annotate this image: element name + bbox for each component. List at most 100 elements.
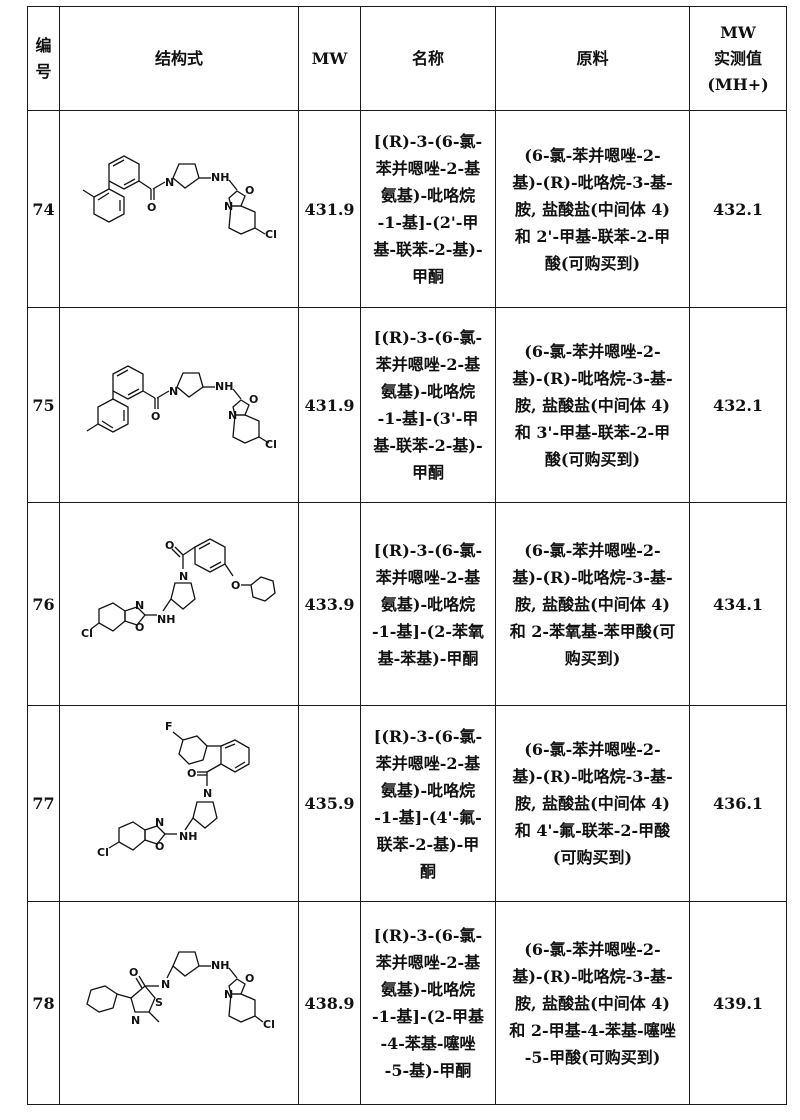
molecular-weight: 431.9 bbox=[299, 308, 361, 503]
structure-cell: O N NH O N Cl bbox=[60, 308, 299, 503]
name-line: [(R)-3-(6-氯- bbox=[364, 128, 492, 155]
name-line: -4-苯基-噻唑 bbox=[364, 1030, 492, 1057]
structure-image: F O N NH bbox=[79, 714, 279, 894]
chloro-label: Cl bbox=[265, 438, 277, 451]
molecular-weight: 433.9 bbox=[299, 503, 361, 706]
carbonyl-o-label: O bbox=[187, 767, 196, 780]
name-line: -1-基]-(3'-甲 bbox=[364, 405, 492, 432]
name-line: 基-联苯-2-基)- bbox=[364, 236, 492, 263]
header-structure: 结构式 bbox=[60, 7, 299, 111]
molecular-weight: 435.9 bbox=[299, 706, 361, 902]
name-line: 酮 bbox=[364, 858, 492, 885]
oxazole-n-label: N bbox=[155, 816, 164, 829]
header-mw: MW bbox=[299, 7, 361, 111]
header-number-line2: 号 bbox=[35, 62, 51, 81]
header-number-line1: 编 bbox=[35, 36, 51, 55]
name-line: 甲酮 bbox=[364, 263, 492, 290]
material-line: 和 2-苯氧基-苯甲酸(可 bbox=[499, 618, 686, 645]
name-line: [(R)-3-(6-氯- bbox=[364, 723, 492, 750]
table-row: 78 NH N O S N bbox=[28, 902, 787, 1105]
material-line: (6-氯-苯并嗯唑-2- bbox=[499, 736, 686, 763]
chloro-label: Cl bbox=[263, 1018, 275, 1031]
material-line: 和 2'-甲基-联苯-2-甲 bbox=[499, 223, 686, 250]
structure-cell: NH N O S N O bbox=[60, 902, 299, 1105]
material-line: 基)-(R)-吡咯烷-3-基- bbox=[499, 763, 686, 790]
compound-name: [(R)-3-(6-氯- 苯并嗯唑-2-基 氨基)-吡咯烷 -1-基]-(3'-… bbox=[361, 308, 496, 503]
found-mass: 432.1 bbox=[690, 111, 787, 308]
material-line: (可购买到) bbox=[499, 844, 686, 871]
name-line: -1-基]-(2'-甲 bbox=[364, 209, 492, 236]
oxazole-o-label: O bbox=[245, 972, 254, 985]
header-found-line3: (MH+) bbox=[693, 72, 783, 98]
nh-label: NH bbox=[157, 613, 175, 626]
material-line: 购买到) bbox=[499, 645, 686, 672]
name-line: 氨基)-吡咯烷 bbox=[364, 591, 492, 618]
name-line: 基-联苯-2-基)- bbox=[364, 432, 492, 459]
material-line: (6-氯-苯并嗯唑-2- bbox=[499, 142, 686, 169]
nh-label: NH bbox=[179, 830, 197, 843]
compound-number: 77 bbox=[28, 706, 60, 902]
thiazole-s-label: S bbox=[155, 996, 163, 1009]
starting-material: (6-氯-苯并嗯唑-2- 基)-(R)-吡咯烷-3-基- 胺, 盐酸盐(中间体 … bbox=[496, 308, 690, 503]
header-number: 编 号 bbox=[28, 7, 60, 111]
compound-number: 75 bbox=[28, 308, 60, 503]
header-found-mw: MW 实测值 (MH+) bbox=[690, 7, 787, 111]
name-line: 苯并嗯唑-2-基 bbox=[364, 949, 492, 976]
name-line: 氨基)-吡咯烷 bbox=[364, 777, 492, 804]
material-line: (6-氯-苯并嗯唑-2- bbox=[499, 537, 686, 564]
oxazole-o-label: O bbox=[155, 840, 164, 853]
name-line: [(R)-3-(6-氯- bbox=[364, 537, 492, 564]
compound-name: [(R)-3-(6-氯- 苯并嗯唑-2-基 氨基)-吡咯烷 -1-基]-(2'-… bbox=[361, 111, 496, 308]
oxazole-o-label: O bbox=[135, 621, 144, 634]
name-line: 联苯-2-基)-甲 bbox=[364, 831, 492, 858]
name-line: -5-基)-甲酮 bbox=[364, 1057, 492, 1084]
starting-material: (6-氯-苯并嗯唑-2- 基)-(R)-吡咯烷-3-基- 胺, 盐酸盐(中间体 … bbox=[496, 111, 690, 308]
chloro-label: Cl bbox=[265, 228, 277, 241]
name-line: 氨基)-吡咯烷 bbox=[364, 976, 492, 1003]
name-line: 基-苯基)-甲酮 bbox=[364, 645, 492, 672]
name-line: -1-基]-(2-甲基 bbox=[364, 1003, 492, 1030]
name-line: 苯并嗯唑-2-基 bbox=[364, 155, 492, 182]
molecular-weight: 431.9 bbox=[299, 111, 361, 308]
thiazole-n-label: N bbox=[131, 1014, 140, 1027]
table-row: 74 O N bbox=[28, 111, 787, 308]
name-line: [(R)-3-(6-氯- bbox=[364, 922, 492, 949]
material-line: (6-氯-苯并嗯唑-2- bbox=[499, 338, 686, 365]
starting-material: (6-氯-苯并嗯唑-2- 基)-(R)-吡咯烷-3-基- 胺, 盐酸盐(中间体 … bbox=[496, 706, 690, 902]
table-row: 77 F O N bbox=[28, 706, 787, 902]
material-line: 酸(可购买到) bbox=[499, 446, 686, 473]
name-line: [(R)-3-(6-氯- bbox=[364, 324, 492, 351]
material-line: 基)-(R)-吡咯烷-3-基- bbox=[499, 169, 686, 196]
material-line: 胺, 盐酸盐(中间体 4) bbox=[499, 990, 686, 1017]
table-row: 76 O N NH O bbox=[28, 503, 787, 706]
carbonyl-o-label: O bbox=[165, 539, 174, 552]
starting-material: (6-氯-苯并嗯唑-2- 基)-(R)-吡咯烷-3-基- 胺, 盐酸盐(中间体 … bbox=[496, 503, 690, 706]
header-name: 名称 bbox=[361, 7, 496, 111]
material-line: 基)-(R)-吡咯烷-3-基- bbox=[499, 365, 686, 392]
found-mass: 439.1 bbox=[690, 902, 787, 1105]
chloro-label: Cl bbox=[81, 627, 93, 640]
header-material: 原料 bbox=[496, 7, 690, 111]
name-line: 苯并嗯唑-2-基 bbox=[364, 564, 492, 591]
nh-label: NH bbox=[215, 380, 233, 393]
material-line: 胺, 盐酸盐(中间体 4) bbox=[499, 591, 686, 618]
name-line: 氨基)-吡咯烷 bbox=[364, 182, 492, 209]
name-line: -1-基]-(4'-氟- bbox=[364, 804, 492, 831]
header-found-line1: MW bbox=[693, 20, 783, 46]
material-line: 胺, 盐酸盐(中间体 4) bbox=[499, 392, 686, 419]
nh-label: NH bbox=[211, 959, 229, 972]
compound-number: 74 bbox=[28, 111, 60, 308]
compound-name: [(R)-3-(6-氯- 苯并嗯唑-2-基 氨基)-吡咯烷 -1-基]-(2-甲… bbox=[361, 902, 496, 1105]
compound-number: 76 bbox=[28, 503, 60, 706]
structure-cell: O N NH O N Cl bbox=[60, 111, 299, 308]
ether-o-label: O bbox=[231, 579, 240, 592]
found-mass: 434.1 bbox=[690, 503, 787, 706]
fluoro-label: F bbox=[165, 720, 173, 733]
table-header: 编 号 结构式 MW 名称 原料 MW 实测值 (MH+) bbox=[28, 7, 787, 111]
oxazole-o-label: O bbox=[245, 184, 254, 197]
material-line: 和 3'-甲基-联苯-2-甲 bbox=[499, 419, 686, 446]
structure-image: O N NH O N Cl bbox=[79, 134, 279, 284]
nh-label: NH bbox=[211, 171, 229, 184]
structure-cell: F O N NH bbox=[60, 706, 299, 902]
structure-image: NH N O S N O bbox=[79, 918, 279, 1088]
